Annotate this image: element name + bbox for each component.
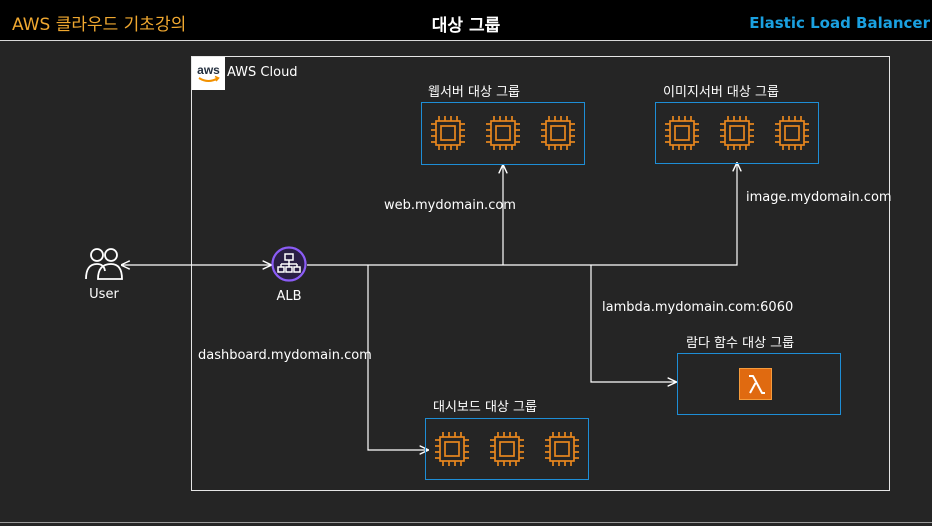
lambda-target-group-label: 람다 함수 대상 그룹 (686, 336, 795, 351)
aws-cloud-label: AWS Cloud (227, 65, 298, 80)
ec2-instance-icon (432, 429, 472, 469)
page-title: 대상 그룹 (431, 16, 501, 36)
dashboard-target-group-label: 대시보드 대상 그룹 (433, 400, 537, 415)
web-route-label: web.mydomain.com (384, 198, 516, 213)
lambda-icon (739, 368, 772, 400)
image-target-group-label: 이미지서버 대상 그룹 (663, 85, 779, 100)
dashboard-route-label: dashboard.mydomain.com (198, 348, 372, 363)
image-target-group (655, 102, 819, 164)
aws-cloud-boundary (191, 56, 890, 491)
load-balancer-icon (271, 246, 307, 282)
ec2-instance-icon (428, 113, 468, 153)
user-label: User (89, 287, 119, 302)
image-route-label: image.mydomain.com (746, 190, 892, 205)
ec2-instance-icon (717, 113, 757, 153)
ec2-instance-icon (772, 113, 812, 153)
header-bar: AWS 클라우드 기초강의 대상 그룹 Elastic Load Balance… (0, 0, 932, 41)
course-title: AWS 클라우드 기초강의 (12, 15, 187, 35)
web-target-group (421, 102, 585, 165)
users-icon (84, 246, 124, 282)
aws-logo-icon: aws (192, 57, 225, 90)
bottom-divider (0, 522, 932, 523)
ec2-instance-icon (487, 429, 527, 469)
ec2-instance-icon (483, 113, 523, 153)
web-target-group-label: 웹서버 대상 그룹 (428, 85, 520, 100)
service-title: Elastic Load Balancer (749, 14, 930, 32)
dashboard-route-line (367, 265, 428, 450)
ec2-instance-icon (538, 113, 578, 153)
lambda-route-label: lambda.mydomain.com:6060 (602, 300, 794, 315)
svg-text:aws: aws (197, 63, 220, 77)
ec2-instance-icon (542, 429, 582, 469)
lambda-target-group (677, 353, 841, 415)
dashboard-target-group (425, 418, 589, 480)
alb-label: ALB (276, 289, 302, 304)
ec2-instance-icon (662, 113, 702, 153)
lambda-route-line (590, 265, 676, 382)
image-route-line (307, 163, 737, 266)
